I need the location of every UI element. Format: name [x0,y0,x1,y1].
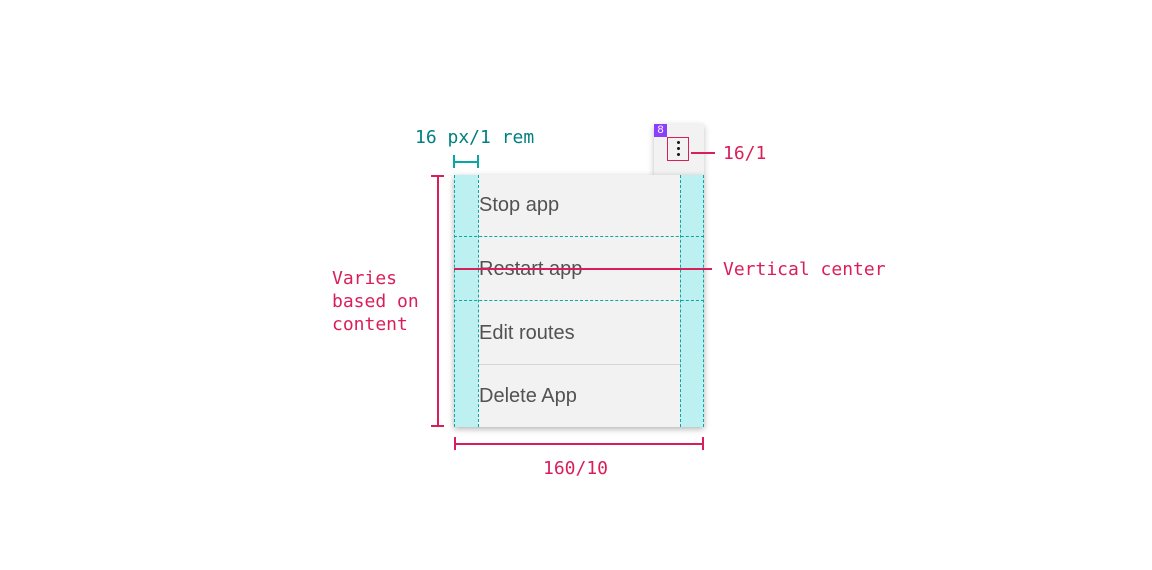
height-note: Varies based on content [332,267,419,336]
width-measure-line [454,443,704,445]
height-measure-tick [431,175,444,177]
padding-measure-tick [453,155,455,168]
item-boundary-guide [454,300,704,301]
menu-item-stop-app[interactable]: Stop app [479,194,560,216]
width-measure-tick [702,437,704,450]
spacing-badge: 8 [654,124,667,137]
left-padding-region [454,175,478,427]
padding-guide [454,175,455,427]
padding-guide [478,175,479,427]
height-note-line: based on [332,291,419,312]
padding-guide [703,175,704,427]
height-note-line: content [332,314,408,335]
overflow-menu-vertical-icon[interactable] [667,137,689,161]
height-note-line: Varies [332,268,398,289]
padding-guide [680,175,681,427]
icon-size-leader [691,152,715,154]
padding-label: 16 px/1 rem [415,127,535,148]
padding-measure-tick [477,155,479,168]
right-padding-region [680,175,704,427]
vertical-center-label: Vertical center [723,259,886,280]
width-measure-tick [454,437,456,450]
icon-size-label: 16/1 [723,143,767,164]
menu-item-delete-app[interactable]: Delete App [479,385,577,407]
height-measure-line [437,175,439,427]
vertical-center-line [454,268,712,270]
menu-divider [478,364,680,365]
height-measure-tick [431,425,444,427]
menu-item-edit-routes[interactable]: Edit routes [479,322,575,344]
item-boundary-guide [454,236,704,237]
overflow-menu [454,175,704,427]
padding-measure-line [454,161,478,163]
width-label: 160/10 [543,458,609,479]
